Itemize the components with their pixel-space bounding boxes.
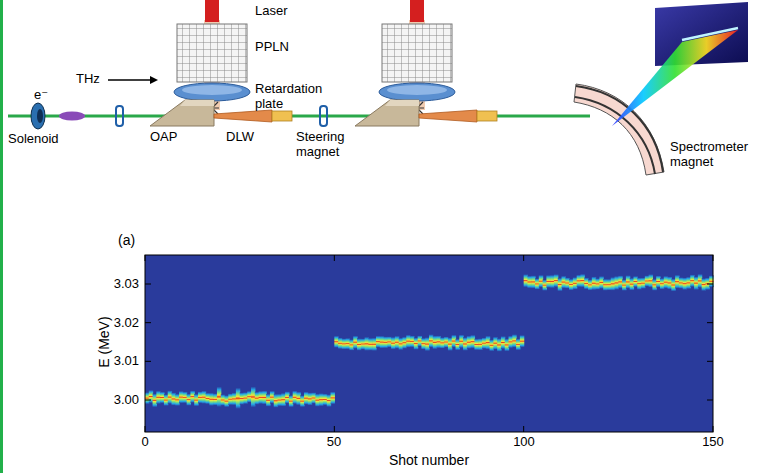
thz-label: THz bbox=[76, 72, 100, 87]
x-tick-label: 0 bbox=[141, 435, 148, 450]
y-axis-title: E (MeV) bbox=[96, 316, 112, 367]
laser-label: Laser bbox=[255, 4, 288, 19]
panel-letter: (a) bbox=[118, 232, 135, 248]
y-tick-label: 3.00 bbox=[114, 393, 139, 408]
solenoid-label: Solenoid bbox=[8, 132, 59, 147]
steering-label: Steering magnet bbox=[296, 130, 360, 160]
x-tick-label: 150 bbox=[702, 435, 724, 450]
waveguide-label: DLW bbox=[226, 130, 254, 145]
plate-label: Retardation plate bbox=[255, 82, 335, 112]
x-axis-title: Shot number bbox=[389, 452, 469, 468]
mirror-label: OAP bbox=[150, 130, 177, 145]
x-tick-label: 100 bbox=[513, 435, 535, 450]
crystal-label: PPLN bbox=[255, 40, 289, 55]
y-tick-label: 3.01 bbox=[114, 354, 139, 369]
y-tick-label: 3.02 bbox=[114, 316, 139, 331]
electron-label: e⁻ bbox=[34, 88, 48, 103]
x-tick-label: 50 bbox=[327, 435, 341, 450]
y-tick-label: 3.03 bbox=[114, 277, 139, 292]
spectrometer-label: Spectrometer magnet bbox=[670, 140, 758, 170]
